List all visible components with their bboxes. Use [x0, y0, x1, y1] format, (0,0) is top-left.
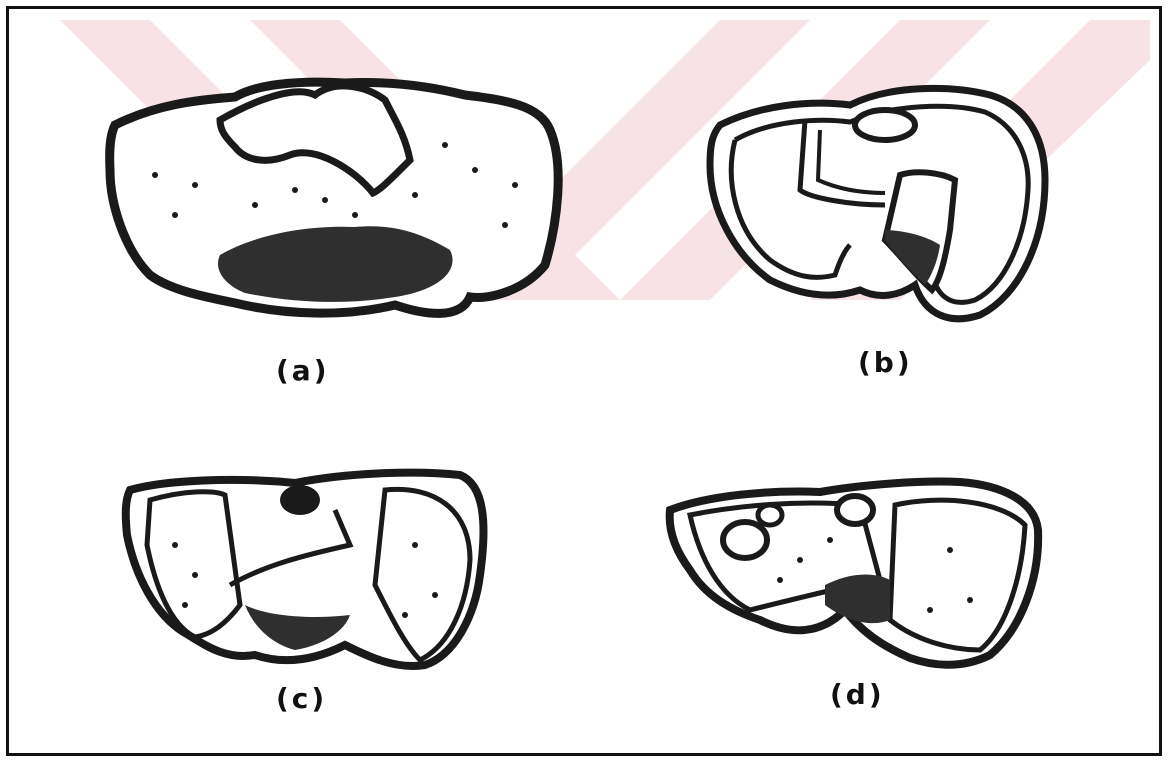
panel-c-label: (c): [276, 682, 327, 715]
panel-b-label: (b): [858, 346, 913, 379]
panel-a-label: (a): [276, 354, 330, 387]
cross-section-a: [95, 75, 565, 330]
cross-section-c: [115, 465, 495, 675]
cross-section-b: [700, 80, 1055, 325]
panel-d-label: (d): [830, 678, 885, 711]
cross-section-d: [660, 470, 1045, 675]
